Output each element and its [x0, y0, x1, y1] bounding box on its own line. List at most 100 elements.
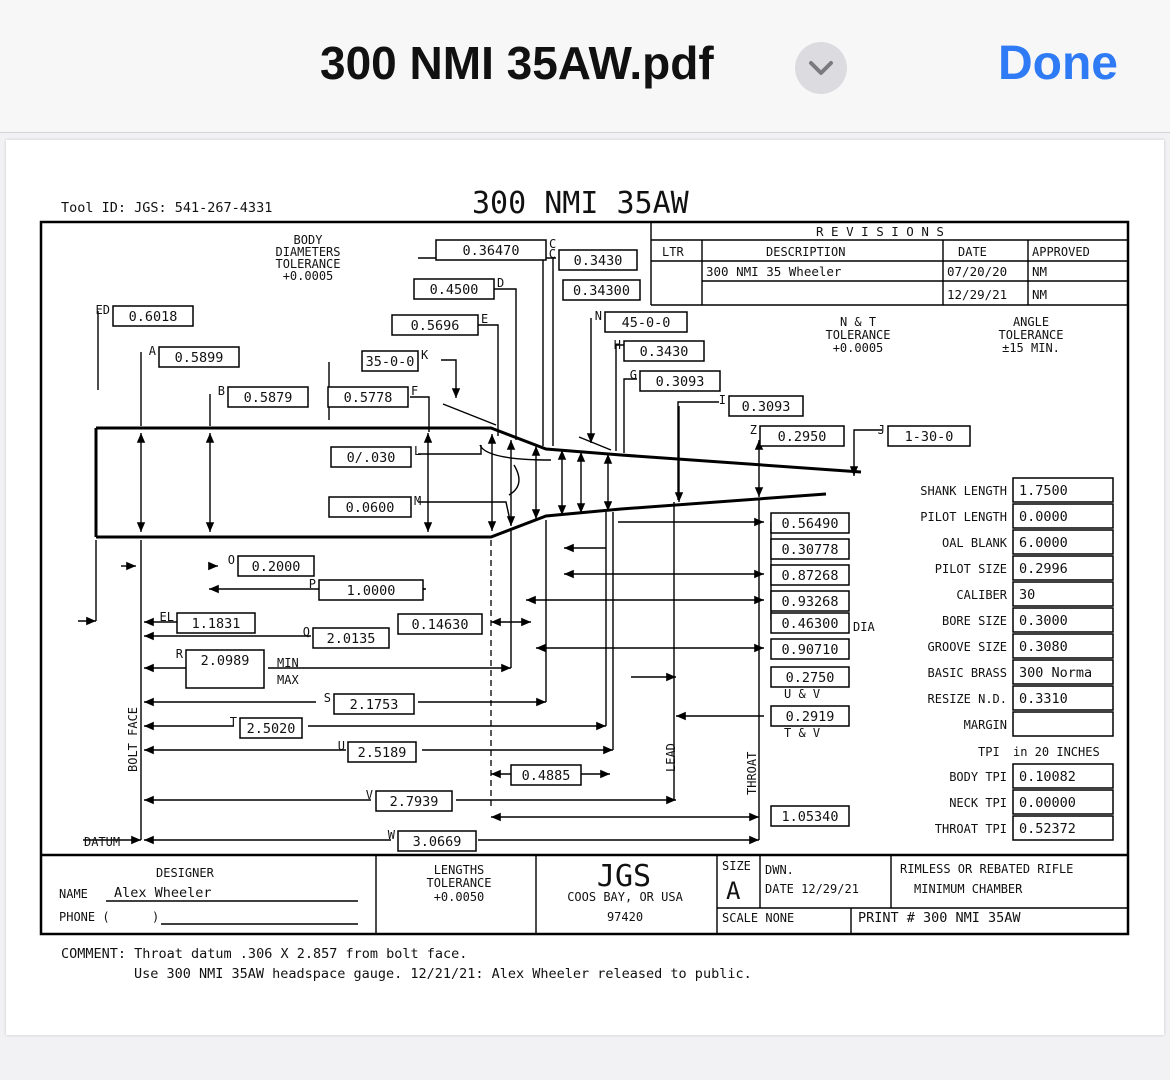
- dim-letter: N: [595, 309, 602, 323]
- dim-box: [327, 386, 409, 408]
- dim-box: [158, 346, 240, 368]
- drawing-border: [39, 220, 1130, 936]
- dwn-label: DWN.: [765, 863, 794, 877]
- dim-value: 2.7939: [390, 794, 439, 810]
- dim-letter: H: [614, 338, 621, 352]
- dim-letter: R: [176, 647, 184, 661]
- spec-value: 0.3080: [1019, 639, 1068, 655]
- dim-letter: U: [338, 739, 345, 753]
- spec-label: PILOT LENGTH: [920, 510, 1007, 524]
- svg-text:BODY: BODY: [294, 233, 324, 247]
- title-menu-button[interactable]: [795, 42, 847, 94]
- rev-row-2-date: 12/29/21: [947, 287, 1007, 302]
- spec-label: BASIC BRASS: [928, 666, 1007, 680]
- dim-box: [562, 279, 641, 301]
- chevron-down-icon: [809, 61, 833, 75]
- spec-label: MARGIN: [964, 718, 1007, 732]
- rev-row-1-description: 300 NMI 35 Wheeler: [706, 264, 842, 279]
- rev-row-2-approved: NM: [1032, 287, 1047, 302]
- document-title: 300 NMI 35AW.pdf: [320, 37, 714, 89]
- dim-box: [510, 764, 582, 786]
- dim-letter: O: [228, 553, 235, 567]
- body-tolerance-note: BODY DIAMETERS TOLERANCE +0.0005: [275, 233, 340, 283]
- dim-letter: L: [414, 444, 421, 458]
- dim-letter: B: [218, 384, 225, 398]
- dim-value: 0.6018: [129, 309, 178, 325]
- right-dim-box: [770, 512, 850, 534]
- dia-label: DIA: [853, 620, 875, 634]
- dim-letter: F: [411, 384, 418, 398]
- svg-text:TOLERANCE: TOLERANCE: [825, 328, 890, 342]
- spec-label: BORE SIZE: [942, 614, 1007, 628]
- spec-value: 0.0000: [1019, 509, 1068, 525]
- dim-letter: T: [230, 715, 237, 729]
- revisions-table: R E V I S I O N S LTR DESCRIPTION DATE A…: [650, 222, 1128, 306]
- right-dim-value: 0.46300: [782, 616, 839, 632]
- tpi-value: 0.52372: [1019, 821, 1076, 837]
- bolt-face-label: BOLT FACE: [126, 707, 140, 772]
- svg-text:TOLERANCE: TOLERANCE: [998, 328, 1063, 342]
- dim-letter: ED: [96, 303, 110, 317]
- dim-letter: K: [421, 348, 429, 362]
- dim-value: 0/.030: [347, 450, 396, 466]
- spec-value: 0.3000: [1019, 613, 1068, 629]
- tpi-header: TPI: [978, 745, 1000, 759]
- spec-label: RESIZE N.D.: [928, 692, 1007, 706]
- dim-box: [759, 425, 845, 447]
- dim-letter: V: [366, 788, 373, 802]
- tpi-label: BODY TPI: [949, 770, 1007, 784]
- dim-value: 0.3093: [656, 374, 705, 390]
- right-dim-value: 0.2919: [786, 709, 835, 725]
- dim-box: [623, 340, 705, 362]
- comment-line-2: Use 300 NMI 35AW headspace gauge. 12/21/…: [134, 966, 752, 982]
- tpi-label: THROAT TPI: [935, 822, 1007, 836]
- right-dim-box: [770, 612, 850, 634]
- right-dim-box: [770, 590, 850, 612]
- right-dim-box: [770, 638, 850, 660]
- svg-text:TOLERANCE: TOLERANCE: [275, 257, 340, 271]
- dim-box: [391, 314, 479, 336]
- tpi-value-box: [1012, 763, 1114, 789]
- description-line-1: RIMLESS OR REBATED RIFLE: [900, 862, 1073, 876]
- right-dim-value: 1.05340: [782, 809, 839, 825]
- spec-value: 1.7500: [1019, 483, 1068, 499]
- tpi-value: 0.10082: [1019, 769, 1076, 785]
- angle-tolerance-note: ANGLE TOLERANCE ±15 MIN.: [998, 315, 1063, 355]
- svg-text:+0.0005: +0.0005: [833, 341, 884, 355]
- dim-box: [176, 612, 256, 634]
- dim-box: [604, 311, 688, 333]
- dim-box: [312, 627, 390, 649]
- dim-value: 45-0-0: [622, 315, 671, 331]
- tpi-value: 0.00000: [1019, 795, 1076, 811]
- rev-header-ltr: LTR: [662, 245, 684, 259]
- right-dim-box: [770, 564, 850, 586]
- dim-box: [728, 395, 804, 417]
- designer-label: DESIGNER: [156, 866, 215, 880]
- dim-value: 1-30-0: [905, 429, 954, 445]
- dim-value: 0.2950: [778, 429, 827, 445]
- phone-close: ): [152, 910, 159, 924]
- dim-value: 0.0600: [346, 500, 395, 516]
- dim-value: 0.5879: [244, 390, 293, 406]
- designer-name: Alex Wheeler: [114, 885, 212, 901]
- spec-label: SHANK LENGTH: [920, 484, 1007, 498]
- lengths-tol-2: TOLERANCE: [426, 876, 491, 890]
- spec-value: 6.0000: [1019, 535, 1068, 551]
- dim-box: [347, 741, 417, 763]
- lengths-tol-1: LENGTHS: [434, 863, 485, 877]
- revisions-title: R E V I S I O N S: [816, 224, 944, 239]
- dim-box: [887, 425, 971, 447]
- diameter-arrows: [136, 406, 764, 532]
- dim-box: [330, 446, 412, 468]
- done-button[interactable]: Done: [998, 37, 1118, 90]
- dim-letter: J: [878, 423, 885, 437]
- lead-label: LEAD: [664, 743, 678, 772]
- right-dim-box: [770, 538, 850, 560]
- tool-id: Tool ID: JGS: 541-267-4331: [61, 200, 272, 216]
- drawn-date: DATE 12/29/21: [765, 882, 859, 896]
- dim-value: 3.0669: [413, 834, 462, 850]
- dim-box: [558, 249, 638, 271]
- throat-label: THROAT: [745, 752, 759, 795]
